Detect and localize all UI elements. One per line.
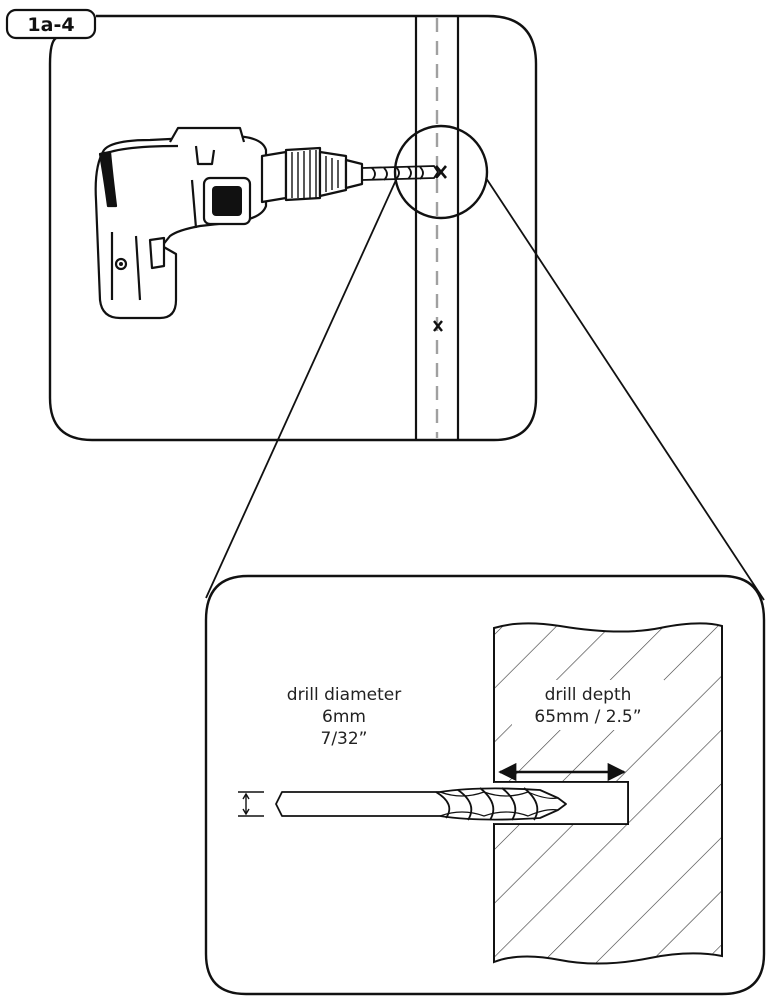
- cross-mark-icon: [435, 165, 447, 179]
- zoom-connector-lines: [205, 177, 765, 601]
- depth-label-bg: [512, 680, 664, 730]
- step-label: 1a-4: [27, 14, 74, 36]
- drill-diameter-metric: 6mm: [322, 707, 366, 727]
- detail-panel: drill diameter 6mm 7/32” drill depth 65m…: [204, 574, 766, 996]
- drill-diameter-imperial: 7/32”: [321, 729, 368, 749]
- drill-bit-icon: [361, 165, 440, 181]
- drill-depth-title: drill depth: [545, 685, 632, 705]
- drill-diameter-title: drill diameter: [287, 685, 401, 705]
- cross-mark-icon: [433, 320, 443, 332]
- drill-depth-value: 65mm / 2.5”: [534, 707, 641, 727]
- wall-stud: [414, 16, 460, 440]
- diameter-indicator: [238, 791, 264, 817]
- top-panel: 1a-4: [5, 8, 538, 442]
- magnifier-circle-icon: [393, 124, 489, 220]
- drill-icon: [94, 126, 364, 320]
- drill-bit-icon: [275, 787, 567, 821]
- step-tab: [5, 8, 97, 40]
